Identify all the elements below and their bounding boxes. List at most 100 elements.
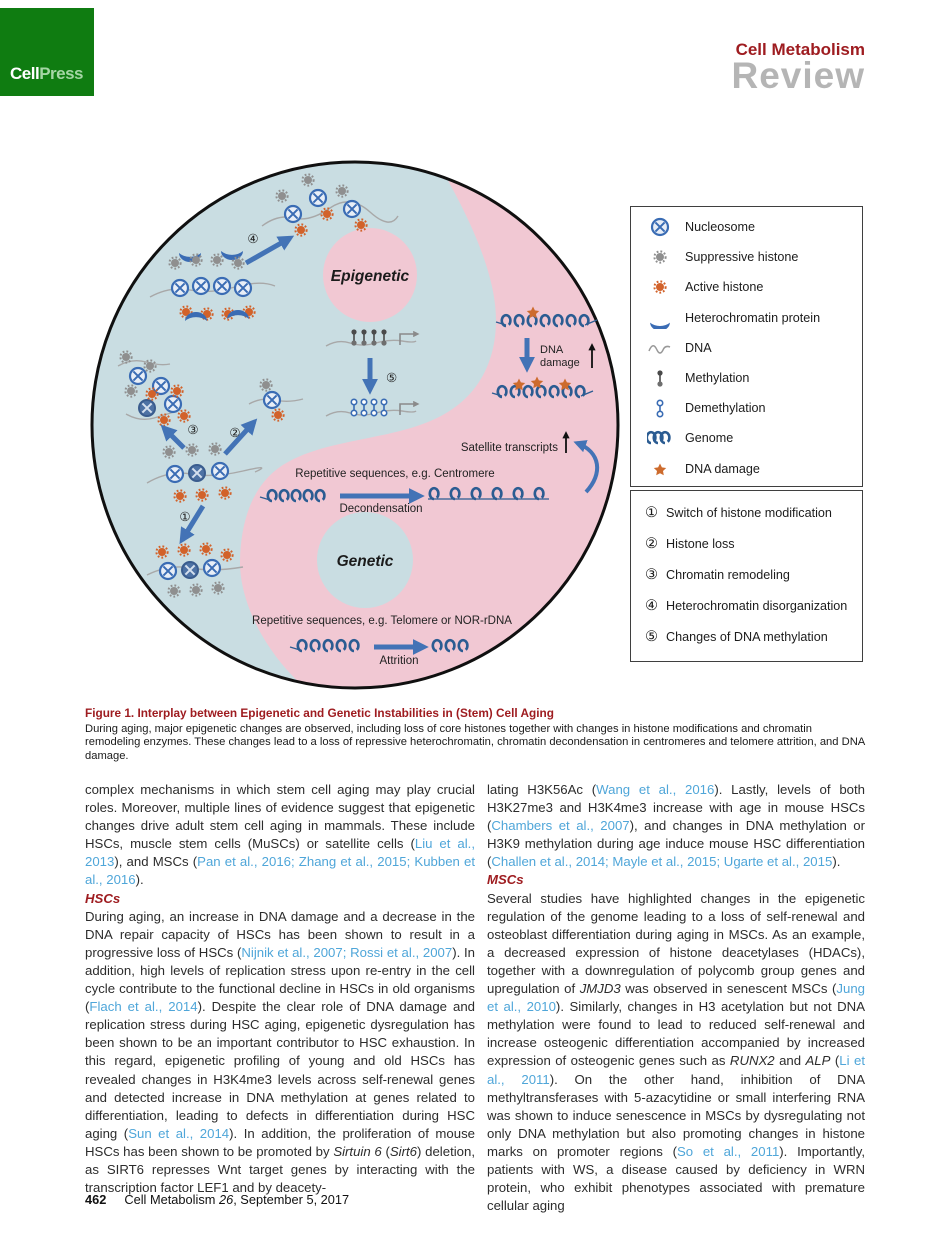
genome-icon — [644, 427, 676, 449]
body-text: and — [774, 1053, 806, 1069]
legend-row: Suppressive histone — [631, 242, 862, 272]
citation-link[interactable]: Flach et al., 2014 — [89, 999, 198, 1015]
single-nucleosome — [248, 378, 304, 422]
body-text: was observed in senescent MSCs ( — [620, 981, 837, 997]
section-heading: MSCs — [487, 872, 524, 888]
legend-label: Suppressive histone — [685, 250, 799, 265]
paragraph: complex mechanisms in which stem cell ag… — [85, 781, 475, 890]
repetitive-centromere-label: Repetitive sequences, e.g. Centromere — [295, 468, 494, 480]
body-text: ), and changes in DNA methylation or H3K… — [487, 818, 865, 870]
text-column-right: lating H3K56Ac (Wang et al., 2016). Last… — [487, 781, 865, 1215]
body-text: ). On the other hand, inhibition of DNA … — [487, 1071, 865, 1159]
body-text: ), and MSCs ( — [114, 854, 198, 870]
arrow-to-satellite-transcripts — [573, 440, 600, 494]
legend-label: Nucleosome — [685, 220, 755, 235]
legend-row: DNA damage — [631, 454, 862, 484]
decondensation-label: Decondensation — [339, 503, 422, 515]
body-text: During aging, an increase in DNA damage … — [85, 908, 475, 960]
body-text: ). Lastly, levels of both H3K27me3 and H… — [487, 782, 865, 834]
footer-journal: Cell Metabolism — [124, 1192, 219, 1207]
heterochromatin-protein-icon — [644, 307, 676, 329]
dna-damage-icon — [644, 458, 676, 480]
logo-press-text: Press — [39, 64, 84, 83]
legend-row: Nucleosome — [631, 212, 862, 242]
chromatin-remodeled-cluster — [117, 350, 191, 427]
legend-label: Demethylation — [685, 401, 766, 416]
step-label: Switch of histone modification — [666, 506, 832, 521]
body-text: ). In addition, the proliferation of mou… — [85, 1125, 475, 1159]
step-label: Histone loss — [666, 537, 735, 552]
nucleosome-icon — [644, 216, 676, 238]
italic-text: Sirt6 — [389, 1143, 418, 1159]
decondensed-centromere-coil — [428, 486, 549, 501]
repetitive-telomere-label: Repetitive sequences, e.g. Telomere or N… — [252, 615, 512, 627]
italic-text: JMJD3 — [579, 981, 621, 997]
page-number: 462 — [85, 1192, 107, 1207]
logo-cell-text: Cell — [10, 64, 40, 83]
citation-link[interactable]: Challen et al., 2014; Mayle et al., 2015… — [491, 854, 833, 870]
step-label: Heterochromatin disorganization — [666, 598, 848, 613]
legend-label: Methylation — [685, 371, 750, 386]
citation-link[interactable]: Nijnik et al., 2007; Rossi et al., 2007 — [241, 944, 453, 960]
step-number: ⑤ — [645, 628, 658, 645]
condensed-centromere-coil — [259, 488, 326, 503]
body-text: complex mechanisms in which stem cell ag… — [85, 782, 475, 852]
paragraph: During aging, an increase in DNA damage … — [85, 908, 475, 1198]
central-nucleosome-cluster — [146, 442, 263, 503]
telomere-coil — [289, 638, 360, 653]
epigenetic-label: Epigenetic — [331, 268, 410, 285]
citation-link[interactable]: Jung et al., 2010 — [487, 981, 865, 1015]
switched-histone-cluster — [146, 542, 244, 598]
body-text: ) deletion, as SIRT6 represses Wnt targe… — [85, 1143, 475, 1196]
step-number: ③ — [645, 566, 658, 583]
legend-row: Demethylation — [631, 393, 862, 423]
citation-link[interactable]: Wang et al., 2016 — [596, 782, 715, 797]
body-text: Several studies have highlighted changes… — [487, 890, 865, 997]
article-type: Review — [731, 55, 865, 96]
legend-row: Genome — [631, 423, 862, 453]
legend-row: Heterochromatin protein — [631, 303, 862, 333]
legend-row: Methylation — [631, 363, 862, 393]
methylation-icon — [644, 367, 676, 389]
condensed-heterochromatin-cluster — [149, 251, 276, 321]
body-text: ( — [830, 1053, 840, 1069]
citation-link[interactable]: Sun et al., 2014 — [128, 1125, 230, 1141]
dna-icon — [644, 337, 676, 359]
citation-link[interactable]: Chambers et al., 2007 — [491, 818, 630, 834]
body-text: ( — [381, 1143, 390, 1159]
body-text: ). — [832, 854, 841, 870]
demethylation-icon — [644, 397, 676, 419]
figure-1-diagram: Epigenetic Genetic ④ — [90, 160, 620, 690]
arrow-histone-switch — [179, 504, 206, 545]
citation-link[interactable]: Li et al., 2011 — [487, 1053, 865, 1087]
suppressive-histone-icon — [644, 246, 676, 268]
arrow-chromatin-remodeling — [160, 424, 186, 450]
citation-link[interactable]: So et al., 2011 — [676, 1143, 780, 1159]
journal-title: Cell Metabolism — [735, 40, 865, 59]
footer-date: , September 5, 2017 — [233, 1192, 350, 1207]
figure-caption-body: During aging, major epigenetic changes a… — [85, 723, 865, 762]
mark-4: ④ — [247, 232, 258, 246]
legend-row: DNA — [631, 333, 862, 363]
paragraph: lating H3K56Ac (Wang et al., 2016). Last… — [487, 781, 865, 871]
text-column-left: complex mechanisms in which stem cell ag… — [85, 781, 475, 1197]
attrition-label: Attrition — [380, 655, 419, 667]
figure-caption: Figure 1. Interplay between Epigenetic a… — [85, 706, 865, 763]
paragraph: Several studies have highlighted changes… — [487, 890, 865, 1216]
legend-label: DNA damage — [685, 461, 760, 476]
citation-link[interactable]: Liu et al., 2013 — [85, 836, 475, 870]
italic-text: Sirtuin 6 — [333, 1143, 382, 1159]
citation-link[interactable]: Pan et al., 2016; Zhang et al., 2015; Ku… — [85, 854, 476, 888]
outer-circle — [90, 160, 620, 690]
legend-label: DNA — [685, 340, 712, 355]
dna-methylation-panel — [325, 328, 420, 417]
